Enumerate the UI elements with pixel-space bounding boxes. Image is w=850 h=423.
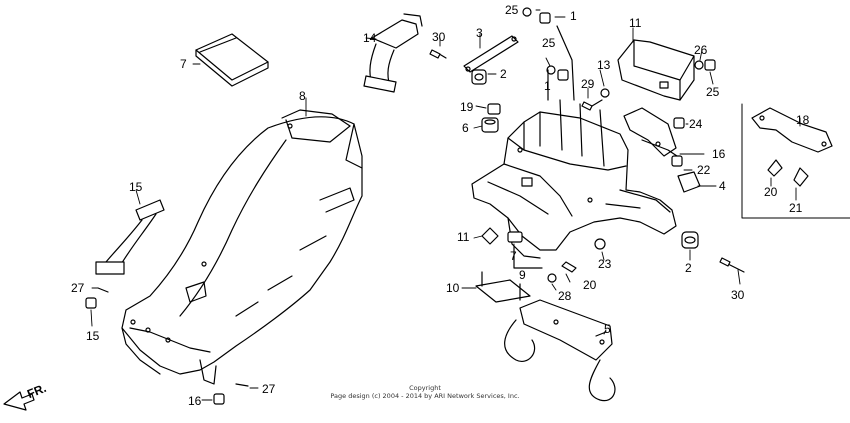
- clip-24-part: [673, 117, 685, 129]
- callout-10: 8: [299, 89, 306, 103]
- strap-lower-part: [95, 199, 165, 275]
- callout-16-left: 15: [86, 329, 100, 343]
- small-parts-middle: [481, 227, 699, 269]
- copyright-line-2: Page design (c) 2004 - 2014 by ARI Netwo…: [330, 392, 520, 400]
- callout-24: 24: [689, 117, 703, 131]
- bar-part: [463, 35, 519, 73]
- grommet-upper-part: [471, 69, 487, 85]
- callout-2-upper: 2: [500, 67, 507, 81]
- callout-8: 7: [510, 249, 517, 263]
- nut-right-parts: [694, 59, 716, 71]
- callout-28: 28: [558, 289, 572, 303]
- callout-16-bottom: 16: [188, 394, 202, 408]
- callout-19: 19: [460, 100, 474, 114]
- callout-9: 9: [519, 268, 526, 282]
- bolts-28-20: [547, 261, 577, 283]
- callout-1-top: 1: [570, 9, 577, 23]
- callout-2-lower: 2: [685, 261, 692, 275]
- callout-15-lower: 15: [129, 180, 143, 194]
- copyright-line-1: Copyright: [409, 384, 441, 392]
- bolt-upper-part: [429, 49, 447, 59]
- callout-17: 16: [712, 147, 726, 161]
- callout-4: 4: [719, 179, 726, 193]
- callout-30-lower: 30: [731, 288, 745, 302]
- callout-25-mid: 25: [542, 36, 556, 50]
- callout-12: 10: [446, 281, 460, 295]
- callout-29: 29: [581, 77, 595, 91]
- grommets-left-parts: [481, 103, 501, 133]
- callout-21-right: 21: [789, 201, 803, 215]
- callout-25-top: 25: [505, 3, 519, 17]
- callout-18: 18: [796, 113, 810, 127]
- callout-25-right: 25: [706, 85, 720, 99]
- callout-7: 7: [180, 57, 187, 71]
- rear-fender-part: [121, 109, 363, 385]
- callout-21-left: 20: [764, 185, 778, 199]
- bolt-lower-part: [719, 257, 745, 273]
- copyright-notice: Copyright Page design (c) 2004 - 2014 by…: [305, 384, 545, 400]
- plate-12-part: [475, 271, 531, 303]
- callout-15-upper: 14: [363, 31, 377, 45]
- washer-bolt-parts: [581, 88, 610, 111]
- callout-23: 23: [598, 257, 612, 271]
- pad-part: [195, 33, 269, 87]
- front-direction-arrow: [3, 391, 35, 411]
- battery-box-part: [471, 99, 677, 259]
- callout-13: 11: [457, 230, 470, 244]
- bolt-nut-left-parts: [85, 287, 249, 405]
- callout-30-upper: 30: [432, 30, 446, 44]
- callout-3: 3: [476, 26, 483, 40]
- callout-20: 20: [583, 278, 597, 292]
- callout-6: 6: [462, 121, 469, 135]
- callout-1-mid: 1: [544, 79, 551, 93]
- callout-5: 5: [604, 322, 611, 336]
- callout-27-bottom: 27: [262, 382, 276, 396]
- callout-26: 26: [694, 43, 708, 57]
- callout-22: 22: [697, 163, 711, 177]
- callout-14: 13: [597, 58, 611, 72]
- leader-lines: [90, 9, 801, 401]
- parts-22-4: [671, 155, 701, 193]
- stand-5-part: [504, 299, 616, 402]
- callout-11: 11: [629, 16, 642, 30]
- bracket-17-part: [623, 107, 681, 159]
- callout-27-left: 27: [71, 281, 85, 295]
- bracket-top-part: [617, 39, 695, 101]
- strap-upper-part: [363, 13, 423, 93]
- nut-top-parts: [522, 7, 575, 101]
- inset-box: [741, 103, 850, 219]
